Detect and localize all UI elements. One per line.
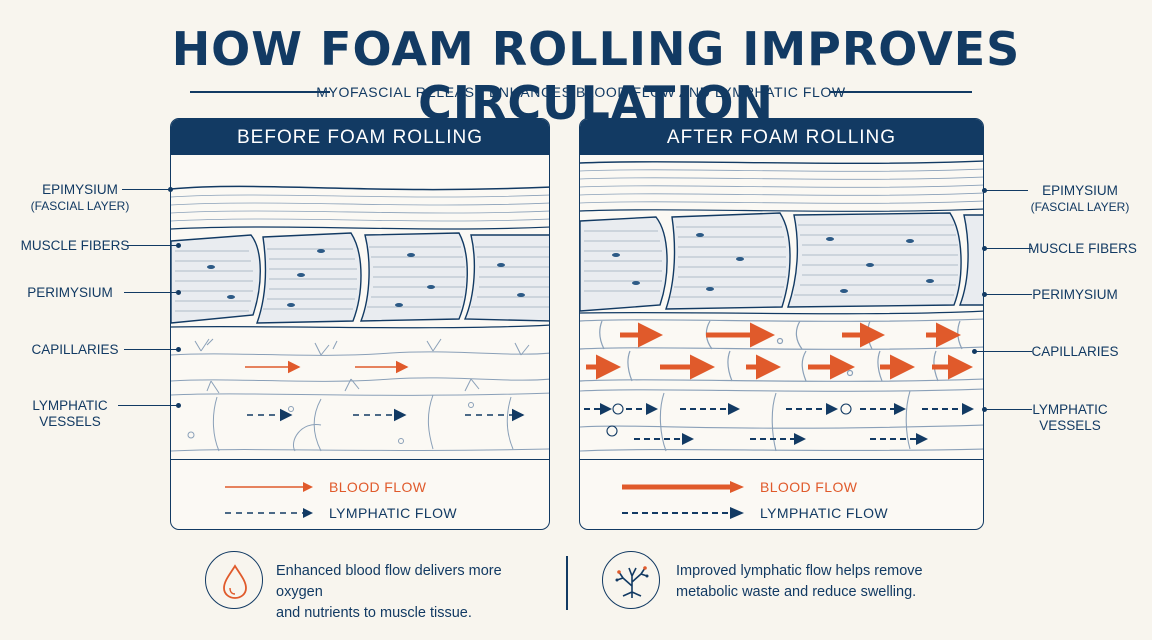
right-dot-perimysium	[982, 292, 987, 297]
after-legend-lymph-label: LYMPHATIC FLOW	[760, 505, 888, 521]
after-capillaries	[580, 318, 983, 382]
footer-lymph-text: Improved lymphatic flow helps remove met…	[676, 563, 923, 600]
before-fiber-nuclei	[207, 249, 525, 307]
before-panel: BEFORE FOAM ROLLING	[170, 118, 550, 530]
left-label-muscle-fibers: MUSCLE FIBERS	[20, 238, 130, 253]
after-blood-flow-arrows	[586, 322, 973, 380]
before-legend: BLOOD FLOW LYMPHATIC FLOW	[171, 459, 549, 529]
left-leader-epimysium	[122, 189, 170, 190]
left-dot-perimysium	[176, 290, 181, 295]
left-dot-epimysium	[168, 187, 173, 192]
right-dot-capillaries	[972, 349, 977, 354]
after-fiber-nuclei	[612, 233, 934, 293]
before-perimysium-line	[171, 324, 549, 329]
left-label-perimysium: PERIMYSIUM	[27, 285, 113, 300]
right-leader-perimysium	[984, 294, 1032, 295]
left-label-capillaries: CAPILLARIES	[31, 342, 119, 357]
right-leader-lymphatic	[984, 409, 1032, 410]
right-label-lymphatic-vessels: LYMPHATIC VESSELS	[1032, 402, 1108, 433]
subtitle-rule-left	[190, 91, 330, 93]
left-dot-muscle-fibers	[176, 243, 181, 248]
after-lymphatic-flow-arrows	[584, 403, 974, 445]
before-lymphatic-vessels	[171, 392, 549, 452]
right-label-muscle-fibers: MUSCLE FIBERS	[1028, 241, 1137, 256]
right-leader-muscle-fibers	[984, 248, 1032, 249]
subtitle-rule-right	[830, 91, 972, 93]
before-legend-lymph-label: LYMPHATIC FLOW	[329, 505, 457, 521]
blood-flow-legend-arrow	[622, 481, 744, 493]
lymphatic-flow-legend-arrow	[225, 508, 313, 518]
after-legend-blood-label: BLOOD FLOW	[760, 479, 858, 495]
page-title: HOW FOAM ROLLING IMPROVES CIRCULATION	[171, 22, 1021, 130]
after-legend: BLOOD FLOW LYMPHATIC FLOW	[580, 459, 983, 529]
before-legend-blood: BLOOD FLOW	[171, 478, 549, 498]
after-tissue-diagram	[580, 160, 983, 452]
footer-divider	[566, 556, 568, 610]
after-panel: AFTER FOAM ROLLING	[579, 118, 984, 530]
right-dot-lymphatic	[982, 407, 987, 412]
left-dot-lymphatic	[176, 403, 181, 408]
right-label-perimysium: PERIMYSIUM	[1032, 287, 1118, 302]
after-perimysium-line	[580, 310, 983, 315]
after-epimysium-layer	[580, 160, 983, 212]
left-leader-perimysium	[124, 292, 178, 293]
before-tissue-diagram	[171, 185, 549, 452]
before-muscle-fibers	[171, 232, 549, 324]
after-fiber-striations	[584, 224, 958, 298]
blood-flow-legend-arrow	[225, 482, 313, 492]
left-leader-lymphatic	[118, 405, 178, 406]
lymph-branch-icon	[602, 551, 660, 609]
before-legend-lymph: LYMPHATIC FLOW	[171, 504, 549, 524]
before-epimysium-layer	[171, 185, 549, 230]
after-legend-blood: BLOOD FLOW	[580, 478, 983, 498]
lymphatic-flow-legend-arrow	[622, 507, 744, 519]
after-panel-heading: AFTER FOAM ROLLING	[580, 119, 983, 155]
right-leader-capillaries	[974, 351, 1032, 352]
left-label-epimysium: EPIMYSIUM (FASCIAL LAYER)	[30, 182, 130, 213]
right-label-capillaries: CAPILLARIES	[1031, 344, 1119, 359]
footer-blood-text: Enhanced blood flow delivers more oxygen…	[276, 563, 502, 621]
after-legend-lymph: LYMPHATIC FLOW	[580, 504, 983, 524]
after-muscle-fibers	[580, 212, 983, 312]
right-dot-muscle-fibers	[982, 246, 987, 251]
left-dot-capillaries	[176, 347, 181, 352]
left-leader-muscle-fibers	[126, 245, 178, 246]
subtitle-row: MYOFASCIAL RELEASE ENHANCES BLOOD FLOW A…	[190, 80, 972, 104]
blood-drop-icon	[205, 551, 263, 609]
left-leader-capillaries	[124, 349, 178, 350]
left-label-lymphatic-vessels: LYMPHATIC VESSELS	[32, 398, 108, 429]
before-legend-blood-label: BLOOD FLOW	[329, 479, 427, 495]
right-dot-epimysium	[982, 188, 987, 193]
before-capillaries	[171, 338, 549, 394]
before-panel-heading: BEFORE FOAM ROLLING	[171, 119, 549, 155]
right-label-epimysium: EPIMYSIUM (FASCIAL LAYER)	[1030, 183, 1130, 214]
after-lymphatic-vessels	[580, 388, 983, 452]
right-leader-epimysium	[984, 190, 1028, 191]
before-fiber-striations	[175, 246, 549, 312]
subtitle: MYOFASCIAL RELEASE ENHANCES BLOOD FLOW A…	[316, 84, 846, 100]
